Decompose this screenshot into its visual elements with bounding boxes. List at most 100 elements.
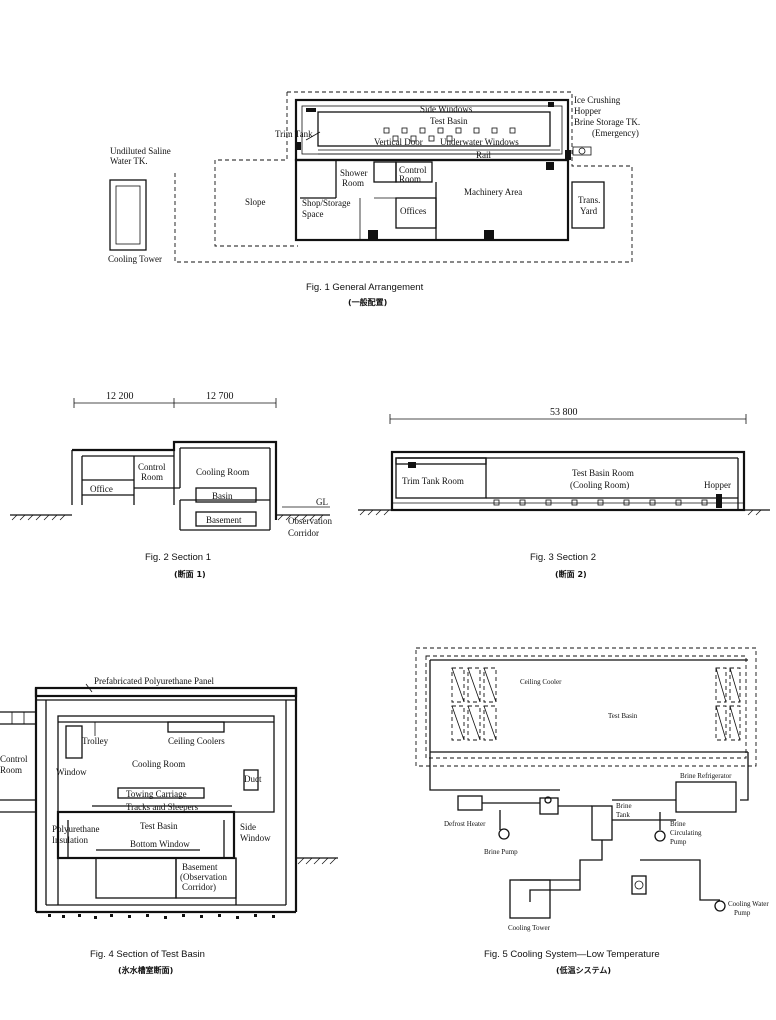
label-circulating: Circulating — [670, 829, 702, 837]
label-control: Control — [138, 462, 166, 472]
label-test-basin: Test Basin — [140, 821, 178, 831]
label-brine-refrigerator: Brine Refrigerator — [680, 772, 732, 780]
fig5-caption-jp: (低温システム) — [556, 965, 611, 975]
label-side: Side — [240, 822, 256, 832]
fig3-dim: 53 800 — [550, 407, 578, 418]
fig3-caption: Fig. 3 Section 2 — [530, 552, 596, 563]
label-insulation: Insulation — [52, 835, 88, 845]
fig1-general-arrangement: Undiluted Saline Water TK. Cooling Tower… — [108, 91, 640, 307]
label-towing-carriage: Towing Carriage — [126, 789, 187, 799]
label-undiluted-saline: Undiluted Saline — [110, 146, 171, 156]
label-corridor: Corridor) — [182, 882, 216, 892]
label-test-basin-room: Test Basin Room — [572, 468, 634, 478]
fig1-caption: Fig. 1 General Arrangement — [306, 282, 424, 293]
label-window: Window — [56, 767, 87, 777]
label-cooling-water: Cooling Water — [728, 900, 769, 908]
label-side-window: Window — [240, 833, 271, 843]
label-circ-pump: Pump — [670, 838, 687, 846]
label-cooling-tower: Cooling Tower — [108, 254, 162, 264]
label-hopper: Hopper — [704, 480, 731, 490]
fig2-caption-jp: (断面 1) — [174, 569, 206, 579]
label-underwater-windows: Underwater Windows — [440, 137, 519, 147]
ceiling-coolers-left — [451, 667, 497, 741]
label-trim-tank: Trim Tank — [275, 129, 313, 139]
label-trolley: Trolley — [82, 736, 109, 746]
label-side-windows: Side Windows — [420, 104, 473, 114]
label-shop-storage: Shop/Storage — [302, 198, 351, 208]
label-yard: Yard — [580, 206, 598, 216]
fig4-caption: Fig. 4 Section of Test Basin — [90, 949, 205, 960]
fig5-cooling-system: Ceiling Cooler Test Basin Brine Refriger… — [415, 647, 769, 975]
label-cooling-room-paren: (Cooling Room) — [570, 480, 629, 490]
fig2-section-1: 12 200 12 700 Control — [10, 391, 332, 579]
main-building — [294, 158, 570, 242]
label-observation: Observation — [288, 516, 332, 526]
label-hopper: Hopper — [574, 106, 601, 116]
brine-circulating-pump — [654, 830, 666, 842]
label-polyurethane: Polyurethane — [52, 824, 100, 834]
label-machinery-area: Machinery Area — [464, 187, 522, 197]
cooling-water-pump — [714, 900, 726, 912]
label-cooling-tower: Cooling Tower — [508, 924, 551, 932]
fig2-dim-2: 12 700 — [206, 391, 234, 402]
ceiling-coolers-right — [715, 667, 741, 741]
label-control-room: Room — [399, 174, 421, 184]
label-vertical-door: Vertical Door — [374, 137, 423, 147]
trans-yard — [571, 181, 605, 229]
label-tank: Tank — [616, 811, 630, 819]
label-ice-crushing: Ice Crushing — [574, 95, 621, 105]
label-office: Office — [90, 484, 113, 494]
label-corridor: Corridor — [288, 528, 319, 538]
label-prefab-panel: Prefabricated Polyurethane Panel — [94, 676, 214, 686]
label-trans: Trans. — [578, 195, 600, 205]
label-gl: GL — [316, 497, 328, 507]
fig4-section-test-basin: Prefabricated Polyurethane Panel Trolley… — [0, 676, 338, 975]
label-brine-circ: Brine — [670, 820, 686, 828]
label-cooling-room: Cooling Room — [132, 759, 185, 769]
fig3-caption-jp: (断面 2) — [555, 569, 587, 579]
label-control-room: Room — [0, 765, 22, 775]
label-observation: (Observation — [180, 872, 227, 882]
label-duct: Duct — [244, 774, 262, 784]
fig3-section-2: 53 800 Trim Tank Room Test Basin Room (C… — [358, 407, 770, 579]
label-space: Space — [302, 209, 324, 219]
label-ceiling-cooler: Ceiling Cooler — [520, 678, 562, 686]
brine-pump — [498, 828, 510, 840]
label-tracks-sleepers: Tracks and Sleepers — [126, 802, 199, 812]
label-control: Control — [399, 165, 427, 175]
fig1-caption-jp: (一般配置) — [348, 297, 387, 307]
label-test-basin: Test Basin — [430, 116, 468, 126]
defrost-heater — [457, 795, 483, 811]
label-basin: Basin — [212, 491, 233, 501]
label-emergency: (Emergency) — [592, 128, 639, 138]
label-basement: Basement — [182, 862, 218, 872]
label-brine-pump: Brine Pump — [484, 848, 518, 856]
label-shower: Shower — [340, 168, 368, 178]
brine-storage-tank — [572, 146, 592, 156]
fig2-dim-1: 12 200 — [106, 391, 134, 402]
label-rail: Rail — [476, 150, 491, 160]
label-offices: Offices — [400, 206, 427, 216]
cooling-tower-outline — [109, 179, 147, 251]
label-control: Control — [0, 754, 28, 764]
brine-tank — [591, 805, 613, 841]
label-brine-storage: Brine Storage TK. — [574, 117, 640, 127]
label-water-tk: Water TK. — [110, 156, 148, 166]
label-cw-pump: Pump — [734, 909, 751, 917]
label-trim-tank-room: Trim Tank Room — [402, 476, 464, 486]
brine-refrigerator — [675, 781, 737, 813]
fig2-caption: Fig. 2 Section 1 — [145, 552, 211, 563]
cooling-tower — [509, 879, 551, 919]
label-shower-room: Room — [342, 178, 364, 188]
label-bottom-window: Bottom Window — [130, 839, 190, 849]
label-control-room: Room — [141, 472, 163, 482]
fig4-caption-jp: (氷水槽室断面) — [118, 965, 173, 975]
label-basement: Basement — [206, 515, 242, 525]
label-slope: Slope — [245, 197, 266, 207]
fig5-caption: Fig. 5 Cooling System—Low Temperature — [484, 949, 660, 960]
label-defrost-heater: Defrost Heater — [444, 820, 486, 828]
label-brine: Brine — [616, 802, 632, 810]
label-ceiling-coolers: Ceiling Coolers — [168, 736, 225, 746]
label-cooling-room: Cooling Room — [196, 467, 249, 477]
